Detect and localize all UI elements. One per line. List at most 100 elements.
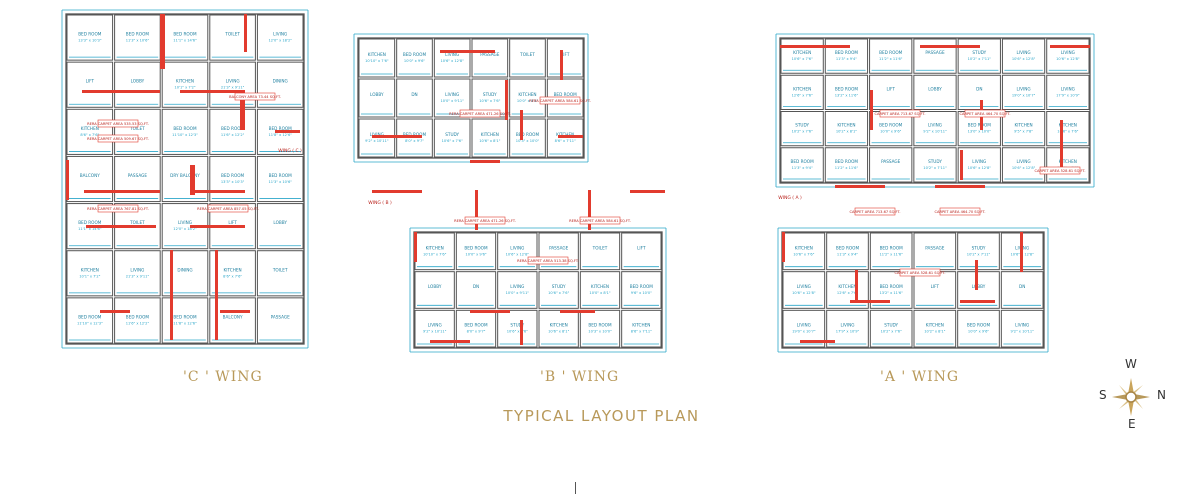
room-dimension-label: 11'2" x 11'6" xyxy=(835,166,859,170)
room-label: KITCHEN xyxy=(795,245,813,250)
room-dimension-label: 8'6" x 7'11" xyxy=(555,139,576,143)
wall-segment xyxy=(372,135,422,138)
center-tick-mark xyxy=(575,482,576,494)
room-dimension-label: 8'0" x 9'7" xyxy=(467,330,486,334)
room-dimension-label: 10'3" x 10'0" xyxy=(588,330,612,334)
room-label: BALCONY xyxy=(223,314,243,319)
room-dimension-label: 11'3" x 9'4" xyxy=(792,166,813,170)
room-label: KITCHEN xyxy=(632,323,650,328)
wall-segment xyxy=(1020,232,1023,272)
room-label: STUDY xyxy=(795,123,809,128)
room-label: LIVING xyxy=(1017,159,1031,164)
room-dimension-label: 9'6" x 10'0" xyxy=(631,291,652,295)
room-label: KITCHEN xyxy=(1059,159,1077,164)
room-dimension-label: 10'2" x 7'11" xyxy=(968,57,992,61)
wall-segment xyxy=(505,80,508,120)
room-label: KITCHEN xyxy=(556,132,574,137)
room-label: BED ROOM xyxy=(835,86,859,91)
room-outline xyxy=(114,108,161,155)
wall-segment xyxy=(84,190,160,193)
room-outline xyxy=(161,155,209,203)
room-label: BALCONY xyxy=(80,173,100,178)
room-label: KITCHEN xyxy=(591,284,609,289)
room-label: BED ROOM xyxy=(880,245,904,250)
area-box xyxy=(939,207,981,216)
room-outline xyxy=(957,147,1001,183)
room-label: LIFT xyxy=(931,284,940,289)
room-outline xyxy=(621,232,662,271)
room-dimension-label: 12'6" x 7'6" xyxy=(792,93,813,97)
carpet-area-label: CARPET AREA 464.70 SQ.FT. xyxy=(960,112,1011,116)
room-label: KITCHEN xyxy=(426,245,444,250)
room-label: KITCHEN xyxy=(1014,123,1032,128)
room-outline xyxy=(497,309,538,348)
room-label: STUDY xyxy=(552,284,566,289)
room-outline xyxy=(869,271,913,309)
room-outline xyxy=(509,38,546,78)
room-label: BED ROOM xyxy=(630,284,654,289)
room-label: BED ROOM xyxy=(464,245,488,250)
area-box xyxy=(854,207,896,216)
room-label: BED ROOM xyxy=(78,314,102,319)
room-label: LOBBY xyxy=(131,79,145,84)
area-box xyxy=(899,268,941,277)
room-outline xyxy=(1046,147,1090,183)
room-label: TOILET xyxy=(129,220,145,225)
room-label: PASSAGE xyxy=(925,245,945,250)
room-outline xyxy=(780,74,824,110)
room-label: DINING xyxy=(177,267,192,272)
area-box xyxy=(234,92,276,101)
room-dimension-label: 8'6" x 7'6" xyxy=(223,274,242,278)
wall-segment xyxy=(82,90,160,93)
room-label: LOBBY xyxy=(273,220,287,225)
wall-segment xyxy=(975,260,978,290)
wall-segment xyxy=(520,320,523,345)
room-label: KITCHEN xyxy=(550,323,568,328)
room-label: LIVING xyxy=(928,123,942,128)
wall-segment xyxy=(190,165,195,195)
room-outline xyxy=(538,232,579,271)
room-label: STUDY xyxy=(483,92,497,97)
room-label: TOILET xyxy=(272,267,288,272)
room-label: BED ROOM xyxy=(269,173,293,178)
wall-segment xyxy=(1050,45,1090,48)
room-outline xyxy=(497,271,538,309)
room-dimension-label: 10'6" x 7'6" xyxy=(1057,130,1078,134)
room-dimension-label: 13'2" x 11'6" xyxy=(835,93,859,97)
room-outline xyxy=(161,61,209,108)
room-dimension-label: 10'0" x 9'6" xyxy=(404,59,425,63)
room-dimension-label: 10'10" x 7'6" xyxy=(365,59,389,63)
room-dimension-label: 10'3" x 10'0" xyxy=(516,139,540,143)
wall-segment xyxy=(275,130,300,133)
room-dimension-label: 8'6" x 7'11" xyxy=(631,330,652,334)
room-outline xyxy=(256,250,304,297)
room-label: LIVING xyxy=(972,159,986,164)
room-outline xyxy=(782,271,826,309)
room-label: BED ROOM xyxy=(516,132,540,137)
room-outline xyxy=(256,297,304,344)
room-label: LIVING xyxy=(1061,50,1075,55)
room-label: DN xyxy=(976,86,982,91)
room-label: LIVING xyxy=(178,220,192,225)
room-label: BED ROOM xyxy=(173,32,197,37)
room-dimension-label: 10'2" x 7'11" xyxy=(967,252,991,256)
room-label: LIVING xyxy=(840,323,854,328)
room-dimension-label: 11'3" x 10'6" xyxy=(126,39,150,43)
wall-segment xyxy=(782,232,785,262)
room-label: PASSAGE xyxy=(480,52,500,57)
room-label: LIVING xyxy=(1015,323,1029,328)
room-dimension-label: 9'5" x 7'8" xyxy=(1014,130,1033,134)
room-outline xyxy=(66,108,114,155)
room-label: BED ROOM xyxy=(836,245,860,250)
wing-tag-label: WING ( B ) xyxy=(368,200,392,206)
room-dimension-label: 9'2" x 10'11" xyxy=(923,130,947,134)
room-label: KITCHEN xyxy=(368,52,386,57)
wing-outline xyxy=(357,37,585,159)
room-outline xyxy=(209,250,256,297)
compass-west-letter: W xyxy=(1125,357,1137,371)
room-label: BED ROOM xyxy=(967,323,991,328)
room-outline xyxy=(114,297,161,344)
area-box xyxy=(97,204,139,213)
room-dimension-label: 13'2" x 11'6" xyxy=(879,291,903,295)
